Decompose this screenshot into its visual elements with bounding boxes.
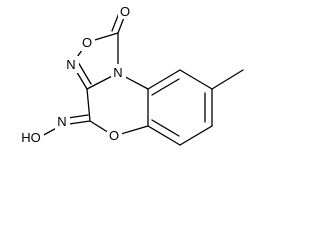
ring-nitrogen-atom: N <box>64 56 79 73</box>
hydroxyl-atom: HO <box>19 129 44 146</box>
hydroxyl-label: HO <box>21 130 41 145</box>
bridge-nitrogen-atom: N <box>111 64 126 81</box>
bond-c8-methyl <box>211 69 244 90</box>
ring-oxygen-label: O <box>82 35 92 50</box>
bond-layer <box>39 12 244 146</box>
bond-n3-c3a-double <box>77 61 92 85</box>
oxazine-oxygen-atom: O <box>107 127 122 144</box>
carbonyl-oxygen-atom: O <box>118 2 132 19</box>
bond-c9a-c9 <box>147 69 181 90</box>
bond-c7-c6 <box>179 125 213 146</box>
bridge-nitrogen-label: N <box>113 65 122 80</box>
oxazine-oxygen-label: O <box>109 128 119 143</box>
bond-c6-c5a <box>147 125 181 146</box>
bond-c6-c5a-double <box>151 119 180 137</box>
chemical-structure: O O N N O N HO <box>19 2 244 146</box>
bond-c9-c8 <box>179 69 213 90</box>
bond-c3a-c4 <box>86 88 91 122</box>
bond-c9a-c9-double <box>151 78 180 96</box>
carbonyl-oxygen-label: O <box>120 4 130 19</box>
ring-oxygen-atom: O <box>80 34 95 51</box>
oxime-nitrogen-label: N <box>57 114 66 129</box>
atom-layer: O O N N O N HO <box>19 2 132 146</box>
oxime-nitrogen-atom: N <box>55 113 70 130</box>
bond-c1-carbonyl-double <box>111 12 120 32</box>
ring-nitrogen-label: N <box>66 57 75 72</box>
